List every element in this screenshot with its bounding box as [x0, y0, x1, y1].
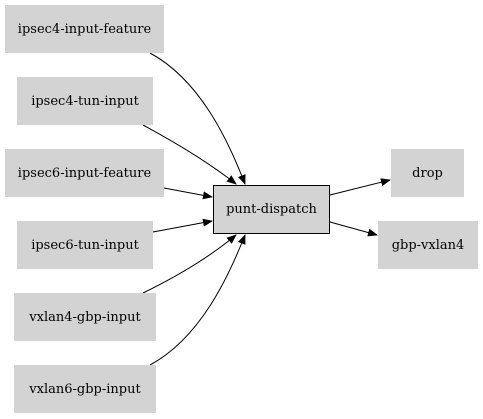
node-vxlan4-gbp-input: vxlan4-gbp-input — [14, 293, 156, 341]
edge-vxlan6-gbp-input-to-punt-dispatch — [149, 234, 246, 366]
edge-ipsec6-input-feature-to-punt-dispatch — [163, 187, 213, 200]
edge-vxlan4-gbp-input-to-punt-dispatch — [142, 234, 237, 294]
edge-punt-dispatch-to-gbp-vxlan4 — [329, 221, 378, 237]
node-vxlan6-gbp-input: vxlan6-gbp-input — [14, 365, 156, 413]
node-ipsec4-tun-input: ipsec4-tun-input — [17, 77, 153, 125]
node-drop: drop — [391, 149, 464, 197]
node-ipsec6-input-feature: ipsec6-input-feature — [5, 149, 164, 197]
edge-ipsec6-tun-input-to-punt-dispatch — [152, 218, 213, 233]
node-gbp-vxlan4: gbp-vxlan4 — [378, 221, 478, 269]
node-ipsec6-tun-input: ipsec6-tun-input — [17, 221, 153, 269]
edge-ipsec4-input-feature-to-punt-dispatch — [149, 52, 246, 185]
node-ipsec4-input-feature: ipsec4-input-feature — [5, 5, 164, 53]
edge-punt-dispatch-to-drop — [329, 178, 391, 196]
edge-ipsec4-tun-input-to-punt-dispatch — [142, 124, 237, 185]
node-punt-dispatch: punt-dispatch — [213, 185, 330, 234]
